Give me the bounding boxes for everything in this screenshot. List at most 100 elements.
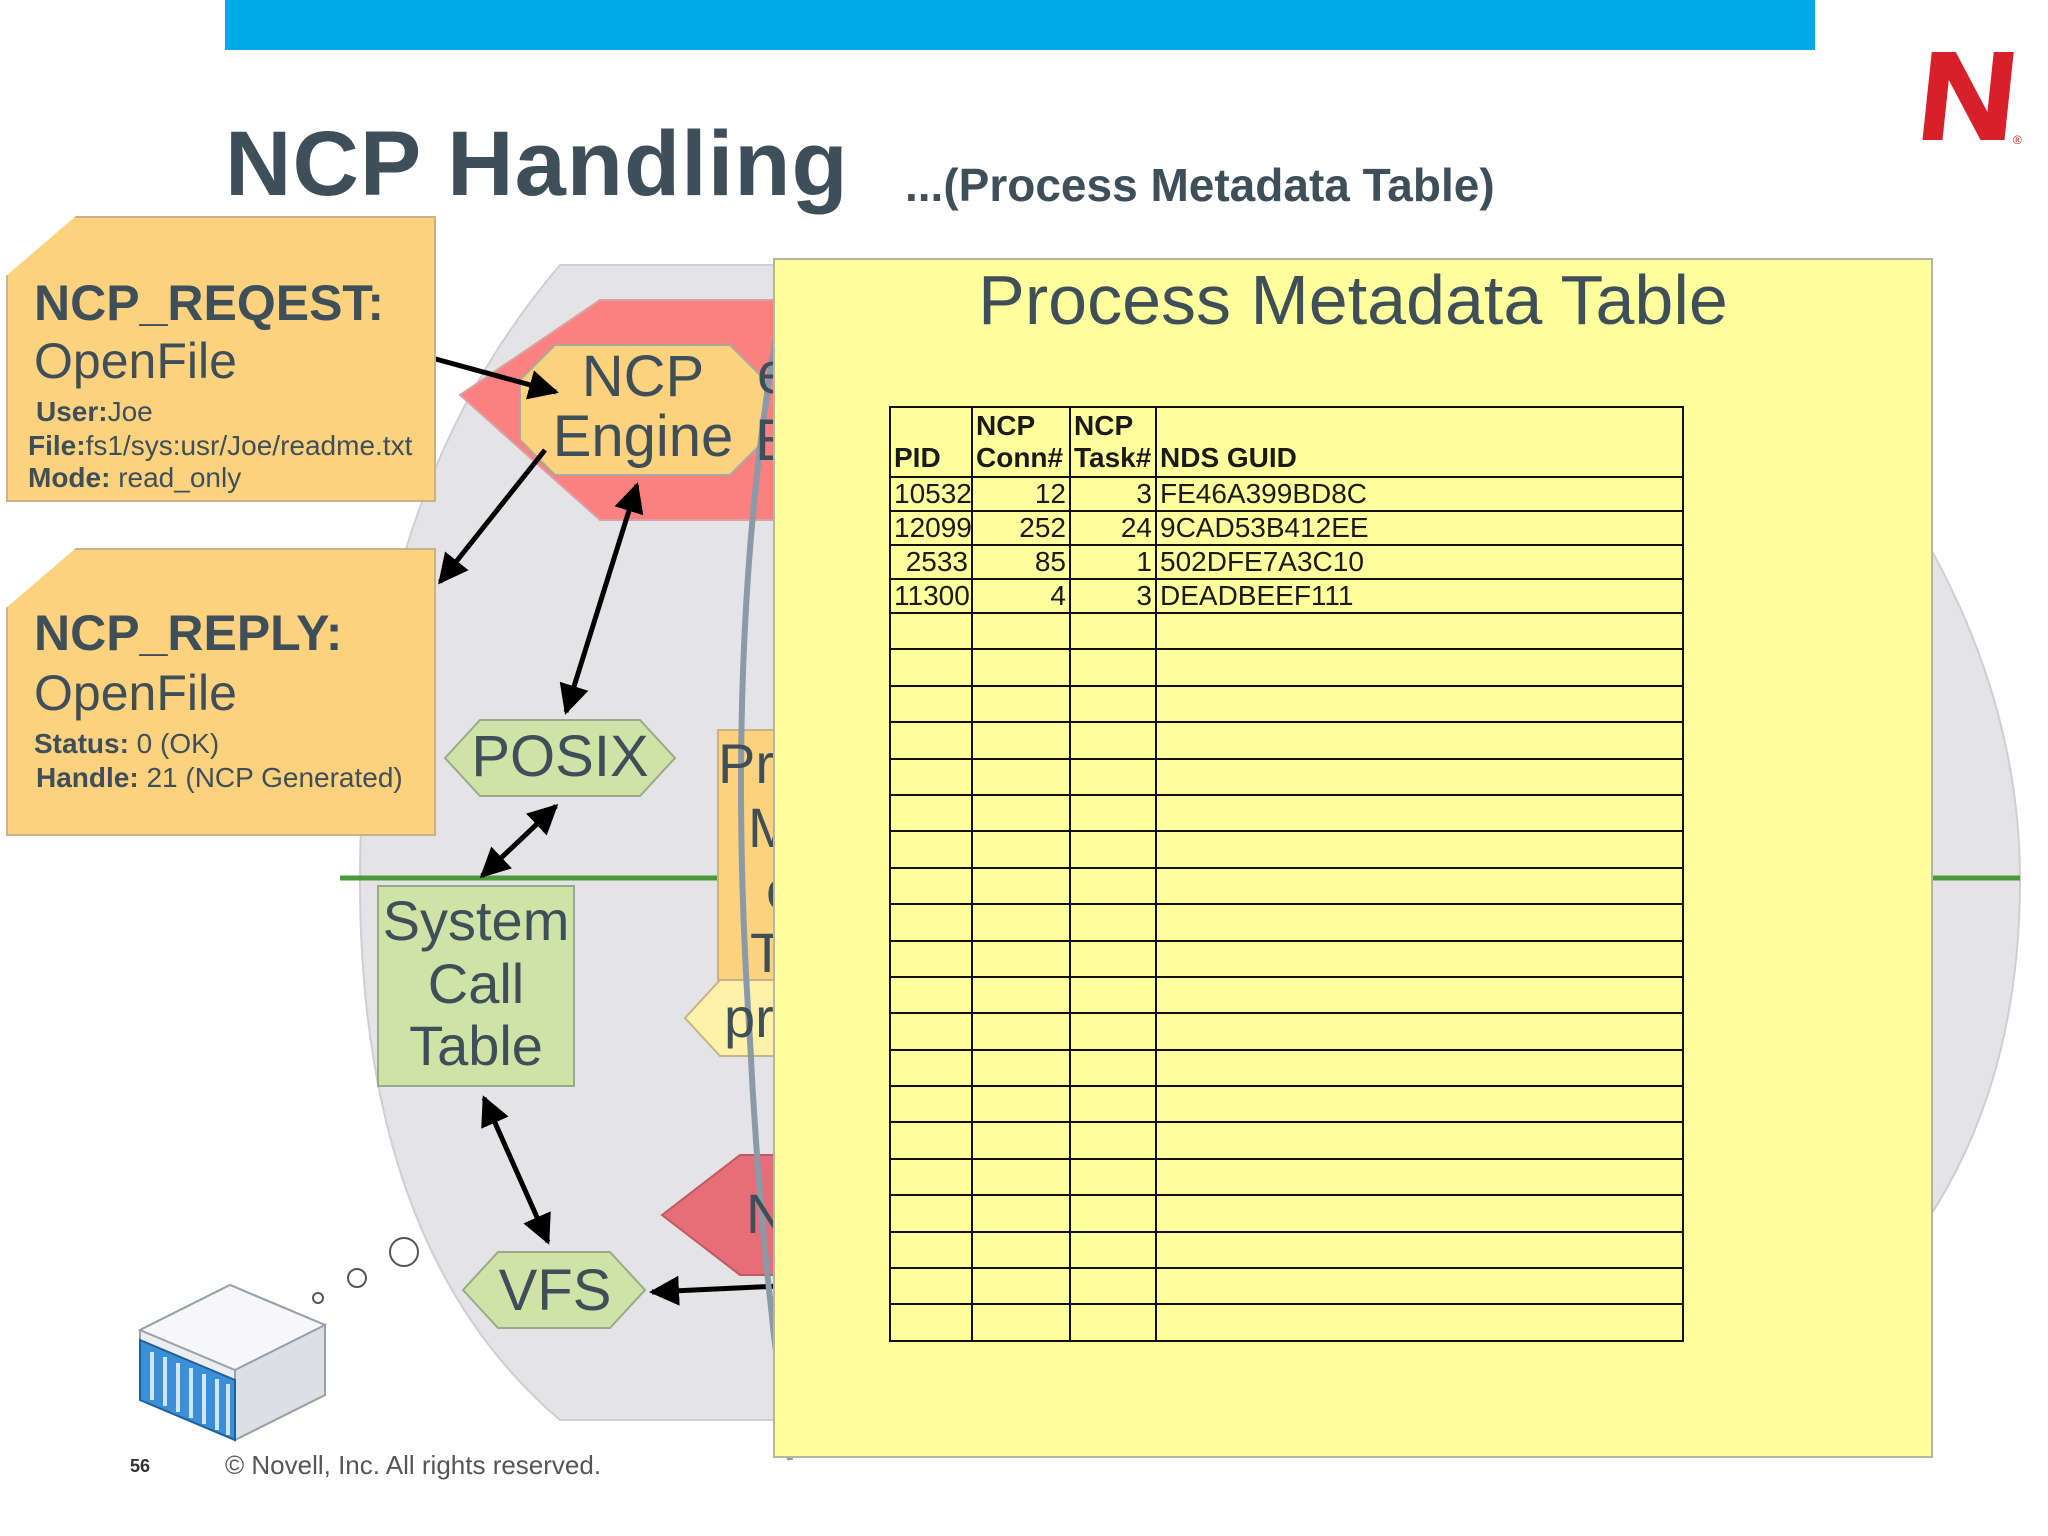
cell-guid: FE46A399BD8C xyxy=(1155,476,1684,512)
empty-cell xyxy=(1155,975,1684,1015)
reply-status-label: Status: xyxy=(34,728,129,759)
reply-handle: Handle: 21 (NCP Generated) xyxy=(36,762,403,794)
slide-title: NCP Handling xyxy=(225,113,849,215)
empty-cell xyxy=(971,903,1071,942)
table-row-empty xyxy=(889,793,1684,833)
empty-cell xyxy=(971,1157,1071,1197)
empty-cell xyxy=(1155,611,1684,651)
table-row-empty xyxy=(889,757,1684,796)
empty-cell xyxy=(889,1012,973,1051)
empty-cell xyxy=(1155,1194,1684,1233)
empty-cell xyxy=(1069,1048,1157,1088)
request-mode: Mode: read_only xyxy=(28,462,241,494)
empty-cell xyxy=(971,757,1071,796)
empty-cell xyxy=(971,975,1071,1015)
table-row-empty xyxy=(889,939,1684,978)
empty-cell xyxy=(971,866,1071,906)
table-row-empty xyxy=(889,684,1684,724)
arrow-syscall-vfs xyxy=(481,1095,551,1245)
empty-cell xyxy=(889,830,973,869)
reply-status: Status: 0 (OK) xyxy=(34,728,219,760)
arrow-engine-posix xyxy=(559,482,644,715)
empty-cell xyxy=(1069,721,1157,760)
cell-guid: 502DFE7A3C10 xyxy=(1155,544,1684,580)
posix-hex xyxy=(443,719,677,797)
table-row-empty xyxy=(889,1048,1684,1088)
arrow-posix-syscall xyxy=(479,803,559,879)
empty-cell xyxy=(971,793,1071,833)
table-row-empty xyxy=(889,1085,1684,1124)
request-file: File:fs1/sys:usr/Joe/readme.txt xyxy=(28,430,412,462)
empty-cell xyxy=(1155,684,1684,724)
table-row: 11300 4 3 DEADBEEF111 xyxy=(889,578,1684,614)
table-row-empty xyxy=(889,1121,1684,1160)
request-file-value: fs1/sys:usr/Joe/readme.txt xyxy=(85,430,413,461)
empty-cell xyxy=(1069,684,1157,724)
cell-pid: 12099 xyxy=(889,510,973,546)
empty-cell xyxy=(1069,757,1157,796)
empty-cell xyxy=(889,939,973,978)
arrow-request-to-engine xyxy=(431,355,559,400)
empty-cell xyxy=(971,830,1071,869)
empty-cell xyxy=(1069,939,1157,978)
empty-cell xyxy=(889,975,973,1015)
empty-cell xyxy=(1155,830,1684,869)
empty-cell xyxy=(971,1085,1071,1124)
request-heading: NCP_REQEST: xyxy=(34,275,385,331)
empty-cell xyxy=(889,721,973,760)
empty-cell xyxy=(1155,757,1684,796)
syscall-label-line2: Call xyxy=(427,951,525,1015)
posix-label: POSIX xyxy=(471,724,649,789)
cell-guid: DEADBEEF111 xyxy=(1155,578,1684,614)
empty-cell xyxy=(971,1303,1071,1342)
empty-cell xyxy=(889,1230,973,1270)
empty-cell xyxy=(889,611,973,651)
empty-cell xyxy=(971,1048,1071,1088)
empty-cell xyxy=(971,1194,1071,1233)
table-row-empty xyxy=(889,1230,1684,1270)
column-header-pid: PID xyxy=(889,406,973,478)
empty-cell xyxy=(971,1012,1071,1051)
cell-task: 3 xyxy=(1069,578,1157,614)
syscall-label-line1: System xyxy=(382,889,570,952)
table-row: 10532 12 3 FE46A399BD8C xyxy=(889,476,1684,512)
table-row-empty xyxy=(889,1267,1684,1306)
empty-cell xyxy=(1069,903,1157,942)
empty-cell xyxy=(1069,975,1157,1015)
empty-cell xyxy=(1155,793,1684,833)
vfs-hex xyxy=(461,1251,647,1329)
empty-cell xyxy=(889,648,973,687)
cell-task: 1 xyxy=(1069,544,1157,580)
ncp-engine-hex xyxy=(519,344,766,476)
table-row-empty xyxy=(889,903,1684,942)
page-number: 56 xyxy=(130,1456,151,1476)
table-row-empty xyxy=(889,975,1684,1015)
empty-cell xyxy=(1069,648,1157,687)
table-row-empty xyxy=(889,611,1684,651)
header-accent-bar xyxy=(225,0,1815,50)
ncp-engine-label-line2: Engine xyxy=(552,404,734,469)
empty-cell xyxy=(1069,1303,1157,1342)
empty-cell xyxy=(1069,1121,1157,1160)
column-header-guid: NDS GUID xyxy=(1155,406,1684,478)
table-row-empty xyxy=(889,721,1684,760)
table-body: 10532 12 3 FE46A399BD8C 12099 252 24 9CA… xyxy=(889,476,1684,1342)
empty-cell xyxy=(889,684,973,724)
empty-cell xyxy=(889,1121,973,1160)
logo-registered-mark: ® xyxy=(2013,133,2022,147)
empty-cell xyxy=(971,684,1071,724)
table-row-empty xyxy=(889,1303,1684,1342)
cell-conn: 12 xyxy=(971,476,1071,512)
cell-task: 3 xyxy=(1069,476,1157,512)
reply-heading: NCP_REPLY: xyxy=(34,605,343,661)
table-row-empty xyxy=(889,1012,1684,1051)
panel-title: Process Metadata Table xyxy=(978,261,1728,339)
slide-subtitle: ...(Process Metadata Table) xyxy=(905,159,1495,211)
empty-cell xyxy=(971,721,1071,760)
cell-conn: 252 xyxy=(971,510,1071,546)
empty-cell xyxy=(971,1121,1071,1160)
ncp-reply-note: NCP_REPLY: OpenFile Status: 0 (OK) Handl… xyxy=(6,548,436,836)
empty-cell xyxy=(1155,1085,1684,1124)
